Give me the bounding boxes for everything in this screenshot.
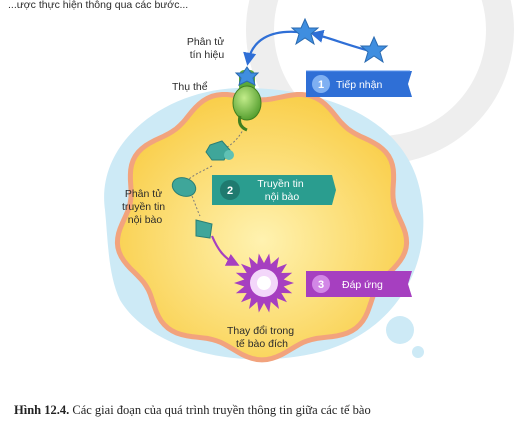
label-receptor: Thụ thể	[172, 81, 208, 93]
step-2-banner: 2 Truyền tin nội bào	[212, 175, 336, 205]
label-messenger: Phân tử truyền tin nội bào	[122, 188, 168, 226]
response-arrow	[210, 235, 240, 266]
label-change: Thay đổi trong tế bào đích	[227, 325, 297, 350]
signal-arrow	[243, 30, 299, 66]
signaling-diagram: ...ược thực hiện thông qua các bước...	[8, 0, 514, 363]
response-burst-icon	[234, 253, 294, 313]
signal-molecule-icon	[290, 17, 320, 46]
signal-molecule-icon	[359, 35, 389, 64]
step-2-number: 2	[227, 185, 233, 197]
step-1-number: 1	[318, 79, 324, 91]
figure-caption: Hình 12.4. Các giai đoạn của quá trình t…	[14, 403, 514, 418]
step-1-banner: 1 Tiếp nhận	[306, 70, 412, 97]
caption-text: Các giai đoạn của quá trình truyền thông…	[69, 403, 371, 417]
step-2-label: Truyền tin nội bào	[257, 178, 306, 203]
step-3-label: Đáp ứng	[342, 279, 383, 291]
step-1-label: Tiếp nhận	[336, 79, 382, 91]
halo-bubble	[386, 316, 414, 344]
receptor-icon	[232, 66, 262, 132]
halo-bubble-small	[412, 346, 424, 358]
figure-number: Hình 12.4.	[14, 403, 70, 417]
label-signal-molecule: Phân tử tín hiệu	[187, 36, 227, 61]
header-fragment: ...ược thực hiện thông qua các bước...	[8, 0, 188, 11]
step-3-banner: 3 Đáp ứng	[306, 271, 412, 297]
messenger-molecule-icon	[171, 177, 197, 197]
messenger-molecule-icon	[195, 219, 213, 239]
messenger-molecule-icon	[205, 140, 234, 161]
step-3-number: 3	[318, 279, 324, 291]
